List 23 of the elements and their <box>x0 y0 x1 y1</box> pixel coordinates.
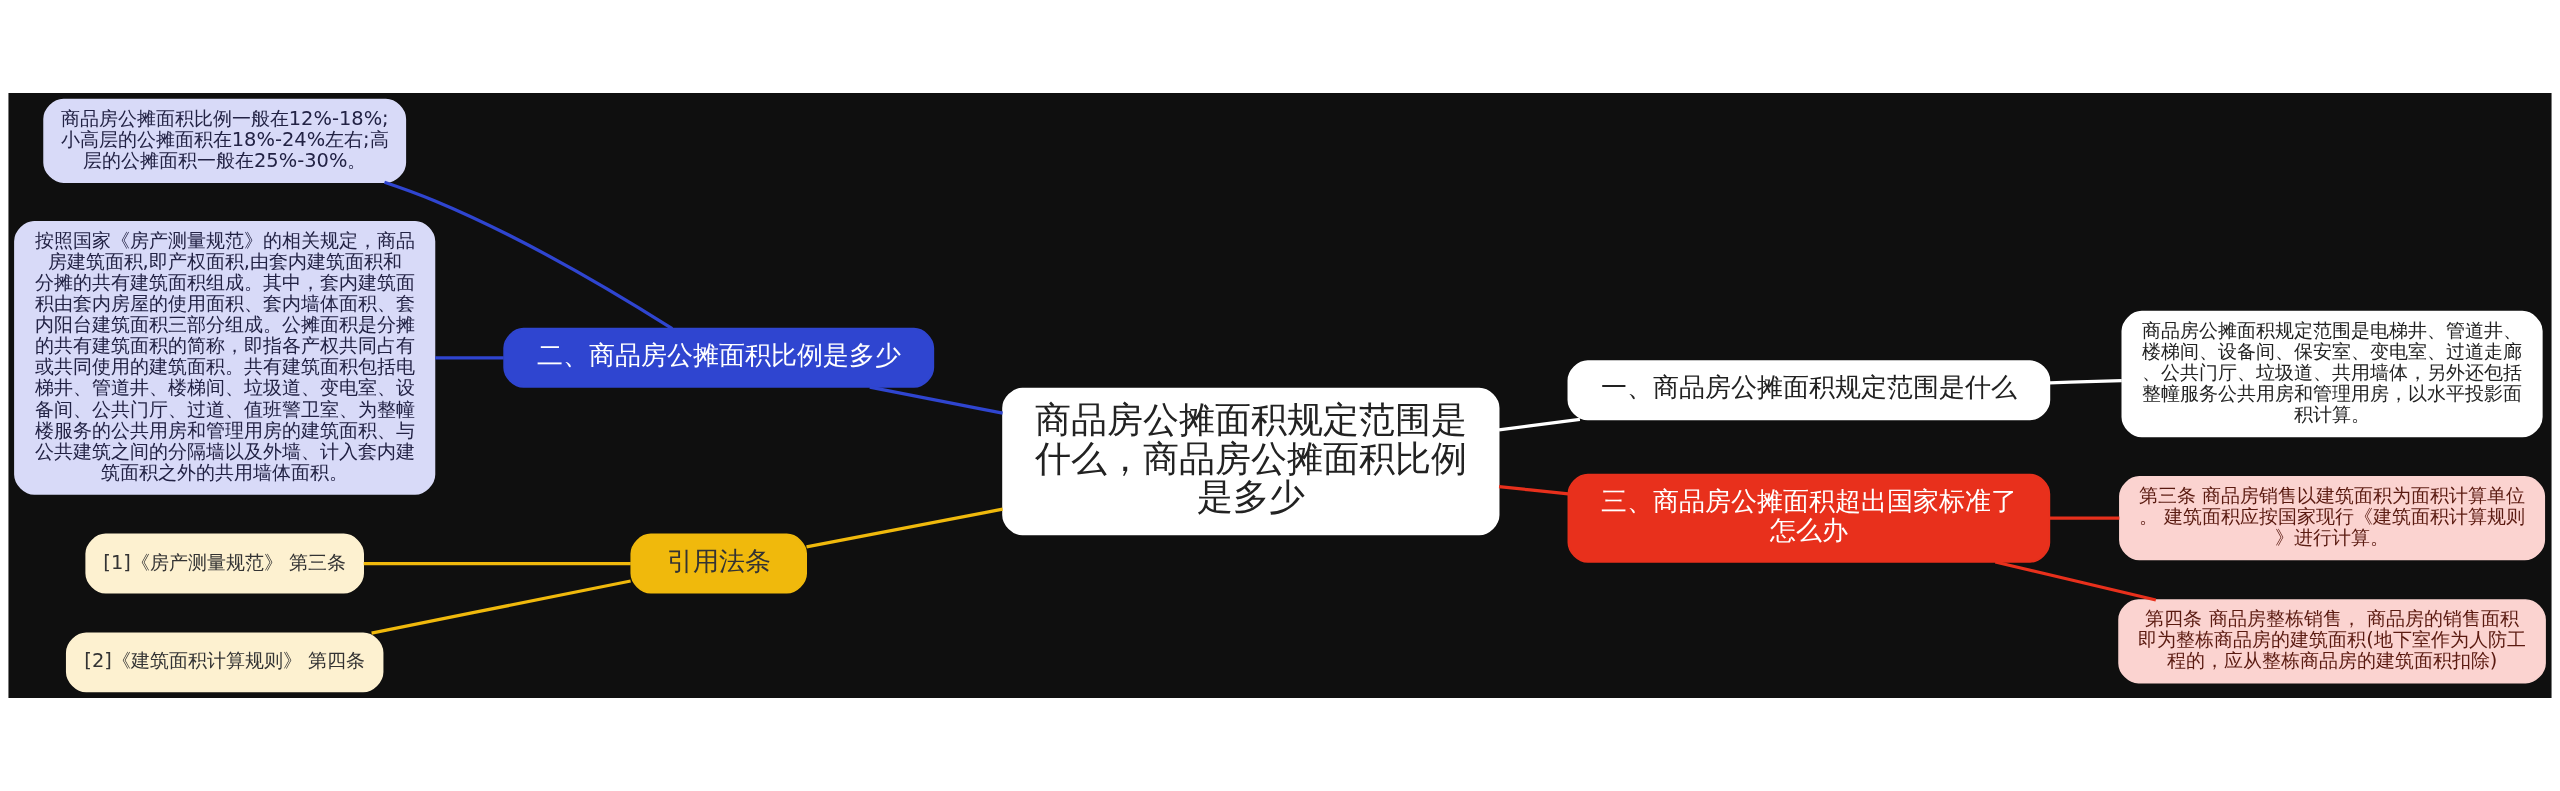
node-box: 按照国家《房产测量规范》的相关规定，商品房建筑面积,即产权面积,由套内建筑面积和分摊的共有建筑面积组成。其中，套内建筑面积由套内房屋的使用面积、套内墙体面积、套内阳台建筑面积三部分组成。公摊面积是分摊的共有建筑面积的简称，即指各产权共同占有或共同使用的建筑面积。共有建筑面积包括电梯井、管道井、楼梯间、垃圾道、变电室、设备间、公共门厅、过道、值班警卫室、为整幢楼服务的公共用房和管理用房的建筑面积、与公共建筑之间的分隔墙以及外墙、计入套内建筑面积之外的共用墙体面积。 <box>14 220 436 495</box>
connector <box>371 579 631 635</box>
node-box: [2]《建筑面积计算规则》 第四条 <box>65 632 384 693</box>
connector <box>363 561 631 566</box>
connector <box>869 385 1003 415</box>
node-box: 商品房公摊面积规定范围是什么，商品房公摊面积比例是多少 <box>1002 387 1500 536</box>
node-box: [1]《房产测量规范》 第三条 <box>85 533 364 594</box>
connector <box>1994 560 2157 602</box>
node-box: 三、商品房公摊面积超出国家标准了怎么办 <box>1567 473 2051 563</box>
connector <box>435 356 504 360</box>
node-box: 第四条 商品房整栋销售， 商品房的销售面积即为整栋商品房的建筑面积(地下室作为人防工程的，应从整栋商品房的建筑面积扣除) <box>2118 599 2546 684</box>
node-box: 二、商品房公摊面积比例是多少 <box>503 327 935 388</box>
node-box: 一、商品房公摊面积规定范围是什么 <box>1567 360 2051 421</box>
node-box: 引用法条 <box>630 533 807 594</box>
connector <box>2049 378 2122 385</box>
node-box: 商品房公摊面积比例一般在12%-18%;小高层的公摊面积在18%-24%左右;高层的公摊面积一般在25%-30%。 <box>43 98 407 183</box>
connector <box>806 507 1003 549</box>
node-box: 商品房公摊面积规定范围是电梯井、管道井、楼梯间、设备间、保安室、变电室、过道走廊、公共门厅、垃圾道、共用墙体，另外还包括整幢服务公共用房和管理用房，以水平投影面积计算。 <box>2121 310 2543 438</box>
connector <box>1498 485 1569 496</box>
connector <box>2049 516 2120 520</box>
node-box: 第三条 商品房销售以建筑面积为面积计算单位。 建筑面积应按国家现行《建筑面积计算规则》进行计算。 <box>2119 476 2546 561</box>
connector <box>1498 417 1581 432</box>
connector <box>383 180 674 331</box>
